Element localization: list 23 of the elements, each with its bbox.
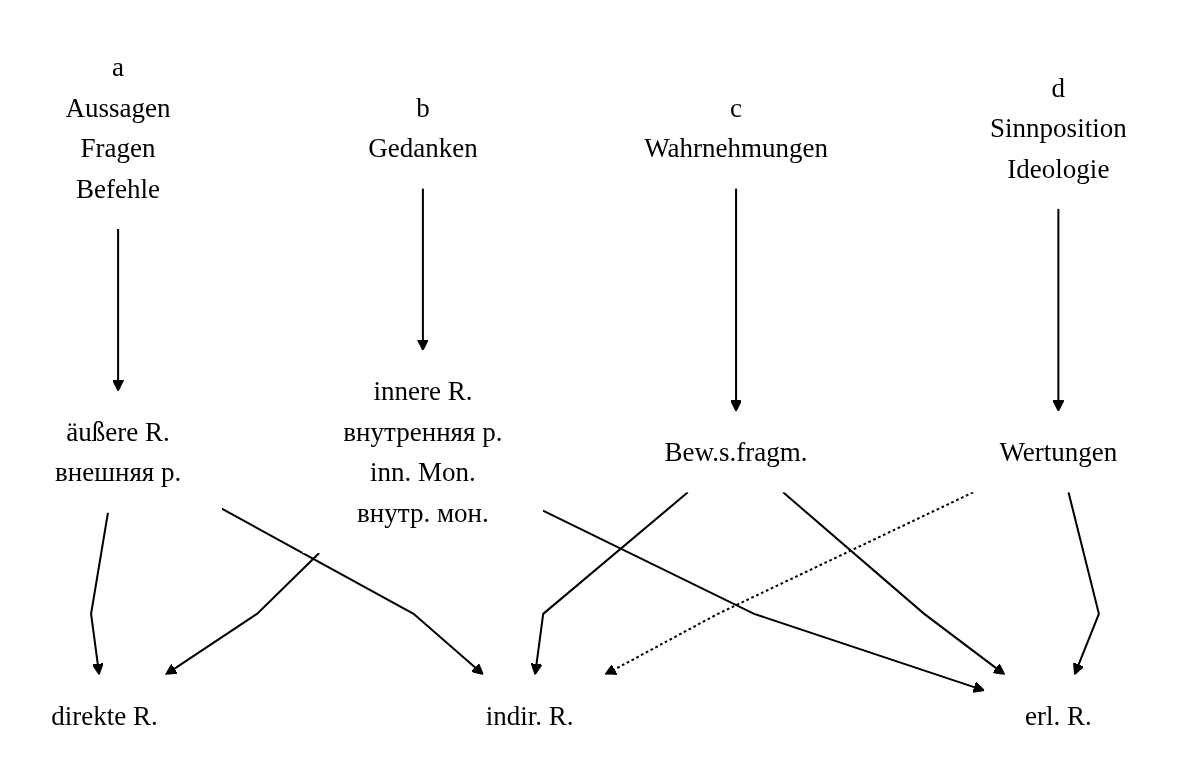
arrow	[165, 552, 320, 676]
arrow	[604, 491, 974, 676]
arrow	[90, 512, 109, 676]
node-text: direkte R.	[51, 700, 158, 731]
arrow	[542, 509, 985, 693]
arrow	[530, 491, 689, 676]
arrow	[782, 491, 1006, 676]
arrow	[1067, 492, 1100, 676]
arrow	[1052, 208, 1065, 412]
node-text: innere R. внутренняя р. inn. Mon. внутр. мон.	[343, 376, 503, 528]
node-text: äußere R. внешняя р.	[54, 416, 182, 487]
arrow	[416, 188, 429, 351]
node-text: c Wahrnehmungen	[644, 92, 828, 163]
node-text: indir. R.	[485, 700, 574, 731]
arrow	[221, 507, 484, 676]
node-text: a Aussagen Fragen Befehle	[65, 51, 171, 204]
arrow	[730, 188, 742, 412]
node-text: erl. R.	[1024, 700, 1092, 731]
node-text: Bew.s.fragm.	[664, 436, 808, 467]
node-text: b Gedanken	[368, 92, 478, 163]
arrow	[112, 228, 125, 392]
node-text: Wertungen	[999, 436, 1118, 467]
node-text: d Sinnposition Ideologie	[990, 72, 1127, 183]
